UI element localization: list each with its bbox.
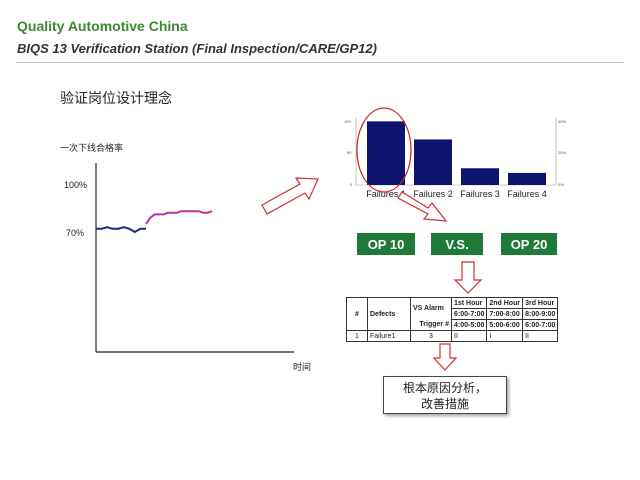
row-hour2: I bbox=[486, 330, 524, 342]
col-hour1-header: 1st Hour bbox=[450, 297, 488, 309]
left-tick-100: 100 bbox=[344, 119, 351, 124]
bar-4 bbox=[508, 172, 546, 185]
root-cause-line2: 改善措施 bbox=[420, 397, 469, 411]
left-tick-0: 0 bbox=[350, 182, 353, 187]
bar-label-group: Failures 1 Failures 2 Failures 3 Failures 4 bbox=[366, 189, 547, 199]
bar-label-4: Failures 4 bbox=[507, 189, 547, 199]
left-tick-50: 50 bbox=[347, 150, 352, 155]
col-hour3-header: 3rd Hour bbox=[522, 297, 559, 309]
row-trigger: 3 bbox=[410, 330, 452, 342]
line-chart-xlabel: 时间 bbox=[293, 361, 311, 372]
vs-box: V.S. bbox=[431, 233, 483, 255]
brand-title: Quality Automotive China bbox=[17, 18, 188, 34]
header-divider bbox=[17, 62, 623, 63]
hour3-range-b: 6:00-7:00 bbox=[522, 319, 559, 331]
bar-label-1: Failures 1 bbox=[366, 189, 406, 199]
hollow-arrow-down-1 bbox=[453, 261, 483, 294]
col-vsalarm-header: VS Alarm bbox=[410, 297, 452, 320]
slide-heading: 验证岗位设计理念 bbox=[60, 90, 172, 106]
hour2-range-a: 7:00-8:00 bbox=[486, 308, 524, 320]
op10-box: OP 10 bbox=[357, 233, 415, 255]
defect-tracking-table: # Defects VS Alarm 1st Hour 2nd Hour 3rd… bbox=[346, 297, 559, 342]
bar-3 bbox=[461, 168, 499, 185]
root-cause-line1: 根本原因分析， bbox=[402, 381, 487, 395]
right-tick-20: 20% bbox=[558, 150, 566, 155]
bar-label-3: Failures 3 bbox=[460, 189, 500, 199]
root-cause-box: 根本原因分析， 改善措施 bbox=[383, 376, 507, 414]
row-num: 1 bbox=[346, 330, 368, 342]
hollow-arrow-right bbox=[261, 177, 319, 215]
series-after-line bbox=[145, 210, 213, 225]
hour1-range-b: 4:00-5:00 bbox=[450, 319, 488, 331]
op20-box: OP 20 bbox=[501, 233, 557, 255]
bar-label-2: Failures 2 bbox=[413, 189, 453, 199]
row-hour3: II bbox=[522, 330, 559, 342]
highlight-ellipse bbox=[356, 107, 412, 193]
col-num-header: # bbox=[346, 297, 368, 331]
hour2-range-b: 5:00-6:00 bbox=[486, 319, 524, 331]
bar-1 bbox=[367, 121, 405, 185]
line-chart-ylabel: 一次下线合格率 bbox=[60, 142, 123, 153]
row-defect: Failure1 bbox=[367, 330, 411, 342]
hour1-range-a: 6:00-7:00 bbox=[450, 308, 488, 320]
hour3-range-a: 8:00-9:00 bbox=[522, 308, 559, 320]
slide-subtitle: BIQS 13 Verification Station (Final Insp… bbox=[17, 41, 377, 56]
ytick-100: 100% bbox=[64, 180, 87, 190]
col-hour2-header: 2nd Hour bbox=[486, 297, 524, 309]
right-tick-0: 0% bbox=[558, 182, 564, 187]
table-row: 1 Failure1 3 II I II bbox=[346, 330, 559, 342]
bar-2 bbox=[414, 139, 452, 185]
right-tick-40: 40% bbox=[558, 119, 566, 124]
hollow-arrow-diagonal bbox=[397, 191, 448, 222]
trigger-label: Trigger # bbox=[410, 319, 452, 331]
series-before-line bbox=[96, 226, 146, 234]
hollow-arrow-down-2 bbox=[432, 343, 458, 371]
fpy-line-chart: 一次下线合格率 100% 70% 时间 bbox=[60, 142, 311, 372]
bar-group bbox=[367, 121, 546, 185]
row-hour1: II bbox=[450, 330, 488, 342]
col-defects-header: Defects bbox=[367, 297, 411, 331]
pareto-bar-chart: 100 50 0 40% 20% 0% Failures 1 Failures 2… bbox=[344, 107, 566, 199]
ytick-70: 70% bbox=[66, 228, 84, 238]
